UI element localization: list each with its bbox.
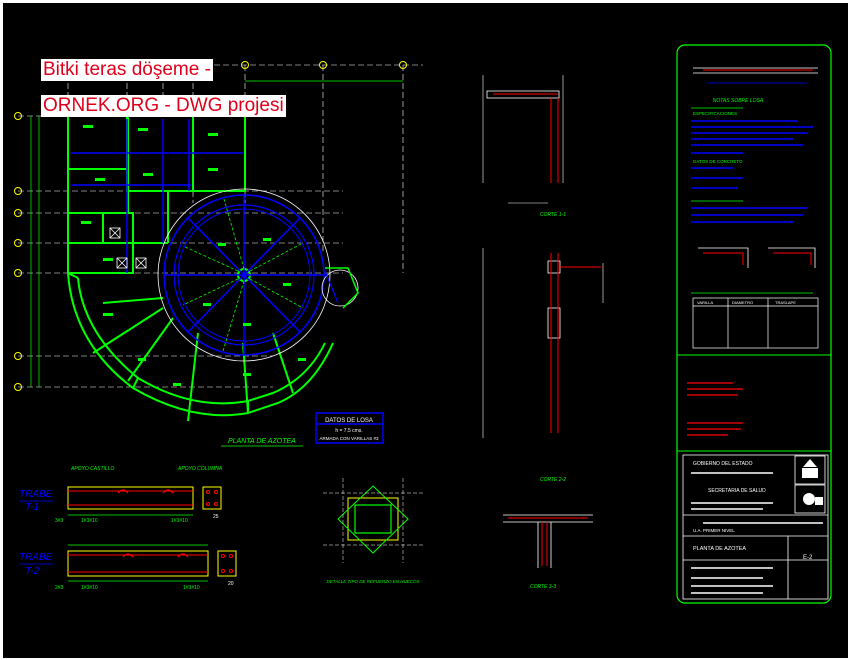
beam-t2-elevation — [67, 544, 209, 582]
datos-losa-line1: h = 7.5 cms. — [335, 428, 362, 434]
beam-t1-label: TRABE — [19, 489, 53, 500]
beam-t1-elevation — [67, 486, 194, 516]
plan-dimensions — [30, 80, 403, 387]
datos-losa-box — [315, 412, 384, 444]
corte-2-2 — [482, 248, 604, 438]
beam-t2-bottom-3: 1#3#10 — [183, 585, 200, 591]
cad-canvas: DATOS DE LOSA h = 7.5 cms. ARMADA CON VA… — [3, 3, 848, 658]
cad-drawing: DATOS DE LOSA h = 7.5 cms. ARMADA CON VA… — [14, 44, 832, 604]
beam-t1-bottom-1: 3#3 — [55, 518, 64, 524]
notes-header: NOTAS SOBRE LOSA — [713, 98, 764, 104]
notes-sub1: ESPECIFICACIONES — [693, 111, 737, 116]
spiral-stair — [321, 267, 359, 309]
grid-bubbles-left — [14, 112, 22, 391]
stair-boxes — [109, 227, 147, 269]
title-dept: SECRETARIA DE SALUD — [708, 488, 766, 494]
beam-t2-id: T-2 — [25, 566, 40, 577]
beam-t1-section — [202, 486, 222, 510]
corte-2-title: CORTE 2-2 — [540, 477, 566, 483]
title-project: U.A. PRIMER NIVEL — [693, 528, 735, 533]
plan-beams-blue — [71, 119, 243, 273]
circular-dome — [157, 188, 331, 362]
health-logo-icon — [803, 493, 823, 505]
title-sheet: PLANTA DE AZOTEA — [693, 546, 746, 552]
watermark-title: Bitki teras döşeme - — [41, 59, 213, 81]
beam-t1-apoyo-columna: APOYO COLUMNA — [177, 466, 223, 472]
datos-losa-line2: ARMADA CON VARILLAS #3 — [320, 436, 379, 441]
title-org: GOBIERNO DEL ESTADO — [693, 461, 753, 467]
beam-t2-dim: 20 — [228, 581, 234, 587]
notes-table-h1: VARILLA — [697, 300, 713, 305]
detalle-huecos-title: DETALLE TIPO DE REFUERZO EN HUECOS — [327, 579, 420, 584]
beam-t2-bottom-2: 1#3#10 — [81, 585, 98, 591]
beam-t2-label: TRABE — [19, 552, 53, 563]
title-block-lines — [691, 472, 823, 594]
datos-losa-title: DATOS DE LOSA — [325, 418, 373, 424]
title-block — [682, 454, 829, 600]
notes-table-h2: DIAMETRO — [732, 300, 753, 305]
corte-3-title: CORTE 3-3 — [530, 584, 556, 590]
corte-1-1 — [482, 75, 564, 204]
plan-title: PLANTA DE AZOTEA — [228, 438, 296, 445]
grid-bubbles-top — [241, 61, 407, 69]
detalle-huecos — [323, 478, 423, 563]
watermark-subtitle: ORNEK.ORG - DWG projesi — [41, 95, 286, 117]
notes-table-h3: TRASLAPE — [775, 300, 796, 305]
curved-outer-wall — [67, 272, 334, 422]
beam-t2-bottom-1: 2#3 — [55, 585, 64, 591]
beam-t1-dim: 25 — [213, 514, 219, 520]
notes-panel — [676, 44, 832, 604]
beam-t1-apoyo-castillo: APOYO CASTILLO — [70, 466, 114, 472]
title-sheet-no: E-2 — [803, 555, 813, 561]
beam-t1-bottom-3: 1#3#10 — [171, 518, 188, 524]
corte-3-3 — [503, 514, 593, 568]
emblem-icon — [802, 459, 818, 478]
corte-1-title: CORTE 1-1 — [540, 212, 566, 218]
notes-sub2: DATOS DE CONCRETO — [693, 159, 743, 164]
beam-t2-section — [217, 550, 237, 577]
rebar-marks — [81, 125, 306, 386]
beam-t1-bottom-2: 1#3#10 — [81, 518, 98, 524]
beam-t1-id: T-1 — [25, 502, 39, 513]
